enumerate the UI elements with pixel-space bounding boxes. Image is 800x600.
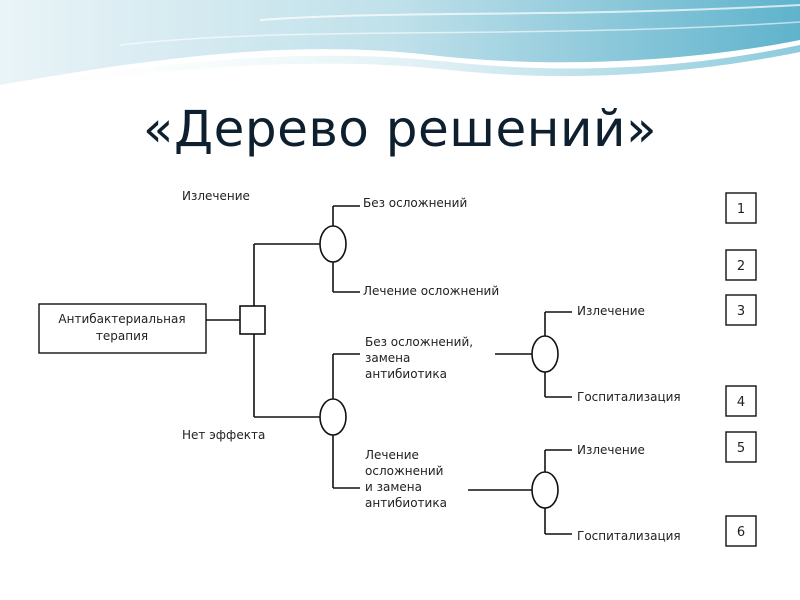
branch-label-no-effect: Нет эффекта <box>182 428 265 442</box>
outcome-number-3: 3 <box>737 304 745 319</box>
slide-title: «Дерево решений» <box>142 100 658 158</box>
decision-tree-panel: Антибактериальная терапия Излечение Нет … <box>30 182 770 554</box>
option-b-line3: и замена <box>365 480 422 494</box>
outcome-label-hospital-a: Госпитализация <box>577 390 681 404</box>
outcome-label-hospital-b: Госпитализация <box>577 529 681 543</box>
outcome-box-1: 1 <box>725 192 757 224</box>
option-b-line4: антибиотика <box>365 496 447 510</box>
outcome-label-cure-b: Излечение <box>577 443 645 457</box>
option-b-line2: осложнений <box>365 464 443 478</box>
outcome-number-2: 2 <box>737 259 745 274</box>
option-a-line1: Без осложнений, <box>365 335 473 349</box>
chance-node-no-effect <box>319 398 347 436</box>
chance-node-b <box>531 471 559 509</box>
branch-label-cure: Излечение <box>182 189 250 203</box>
option-a-line3: антибиотика <box>365 367 447 381</box>
option-a-line2: замена <box>365 351 410 365</box>
option-b-line1: Лечение <box>365 448 419 462</box>
outcome-label-complication-treatment: Лечение осложнений <box>363 284 499 298</box>
outcome-box-2: 2 <box>725 249 757 281</box>
outcome-number-5: 5 <box>737 441 745 456</box>
outcome-number-6: 6 <box>737 525 745 540</box>
decision-label-line1: Антибактериальная <box>58 312 185 326</box>
decision-tree: Антибактериальная терапия Излечение Нет … <box>38 189 757 547</box>
outcome-box-6: 6 <box>725 515 757 547</box>
outcome-label-cure-a: Излечение <box>577 304 645 318</box>
wave-header-decoration <box>0 0 800 92</box>
decision-node-square <box>239 305 266 335</box>
option-no-complications-switch: Без осложнений, замена антибиотика <box>365 335 473 381</box>
decision-box-antibacterial: Антибактериальная терапия <box>38 303 207 354</box>
outcome-box-5: 5 <box>725 431 757 463</box>
outcome-box-3: 3 <box>725 294 757 326</box>
outcome-label-no-complications: Без осложнений <box>363 196 467 210</box>
decision-label-line2: терапия <box>96 329 148 343</box>
outcome-number-1: 1 <box>737 202 745 217</box>
outcome-number-4: 4 <box>737 395 745 410</box>
chance-node-top <box>319 225 347 263</box>
option-treat-and-switch: Лечение осложнений и замена антибиотика <box>365 448 447 510</box>
chance-node-a <box>531 335 559 373</box>
outcome-box-4: 4 <box>725 385 757 417</box>
